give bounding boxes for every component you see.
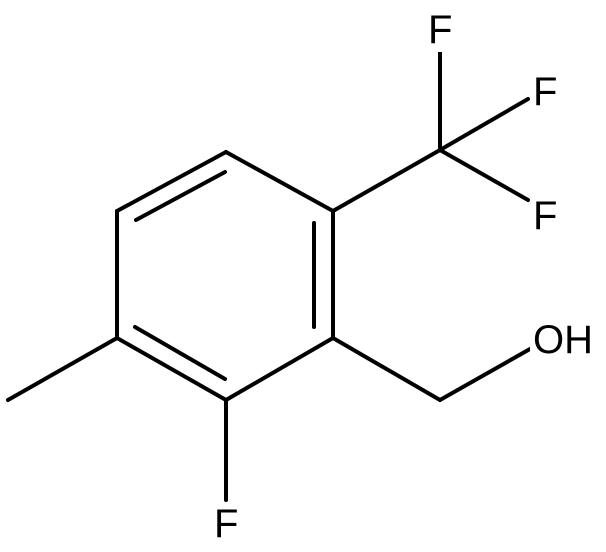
substituent-bonds — [6, 50, 532, 502]
label-background-f-right — [530, 194, 562, 238]
benzene-ring — [115, 150, 335, 402]
ring-to-ch2-bond — [331, 336, 442, 402]
fluorine-label-ring: F — [214, 502, 238, 546]
ring-double-bond-inner-bottom-left — [133, 325, 227, 381]
ring-bond-c4-c5 — [115, 336, 228, 402]
label-background-f-upper-right — [530, 70, 562, 114]
ring-to-cf3-carbon-bond — [331, 148, 442, 213]
fluorine-label-right: F — [533, 194, 557, 238]
atom-labels: F F F OH F — [210, 8, 600, 546]
cf3-bond-f-right — [438, 148, 530, 202]
fluorine-label-top: F — [428, 8, 452, 52]
ring-double-bond-inner-top — [134, 170, 227, 222]
ring-bond-c3-c4 — [224, 336, 335, 402]
methyl-bond — [6, 336, 119, 402]
cf3-bond-f-upper-right — [438, 97, 530, 152]
ring-bond-c1-c2 — [224, 150, 335, 213]
label-background-f-ring — [210, 502, 242, 546]
label-background-f-top — [424, 8, 456, 52]
ring-bond-c6-c1 — [115, 150, 228, 213]
hydroxyl-label: OH — [533, 318, 593, 362]
label-background-oh — [530, 318, 600, 362]
ch2-to-oh-bond — [438, 347, 532, 402]
fluorine-label-upper-right: F — [533, 70, 557, 114]
